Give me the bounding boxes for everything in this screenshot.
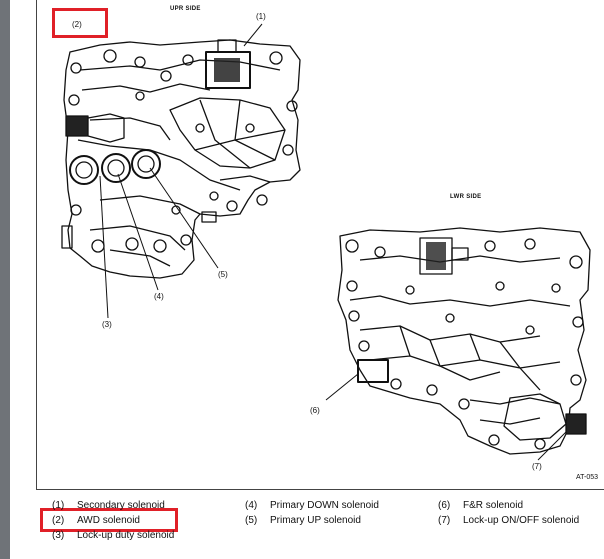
legend-2-highlight: [40, 508, 178, 532]
legend-label-2: AWD solenoid: [77, 515, 140, 526]
upper-valve-body-outline: [63, 39, 301, 279]
legend-num-5: (5): [245, 515, 258, 526]
legend-label-1: Secondary solenoid: [77, 500, 165, 511]
callout-2-highlight: [52, 8, 108, 38]
lower-valve-body-outline: [337, 227, 591, 455]
callout-1: (1): [256, 12, 266, 21]
legend-label-7: Lock-up ON/OFF solenoid: [463, 515, 580, 526]
figure-frame: [36, 0, 604, 490]
legend-num-7: (7): [438, 515, 451, 526]
legend-num-2: (2): [52, 515, 65, 526]
callout-6: (6): [310, 406, 320, 415]
callout-7: (7): [532, 462, 542, 471]
callout-2: (2): [72, 20, 82, 29]
page-edge-bar: [0, 0, 10, 559]
callout-3: (3): [102, 320, 112, 329]
callout-5: (5): [218, 270, 228, 279]
lower-side-label: LWR SIDE: [450, 194, 482, 200]
callout-4: (4): [154, 292, 164, 301]
legend-label-4: Primary DOWN solenoid: [270, 500, 379, 511]
legend-num-6: (6): [438, 500, 451, 511]
legend-label-5: Primary UP solenoid: [270, 515, 361, 526]
legend-num-4: (4): [245, 500, 258, 511]
legend-num-1: (1): [52, 500, 65, 511]
legend-num-3: (3): [52, 530, 65, 541]
upper-side-label: UPR SIDE: [170, 6, 201, 12]
legend-label-3: Lock-up duty solenoid: [77, 530, 175, 541]
figure-code: AT-053: [576, 474, 599, 481]
legend-label-6: F&R solenoid: [463, 500, 524, 511]
